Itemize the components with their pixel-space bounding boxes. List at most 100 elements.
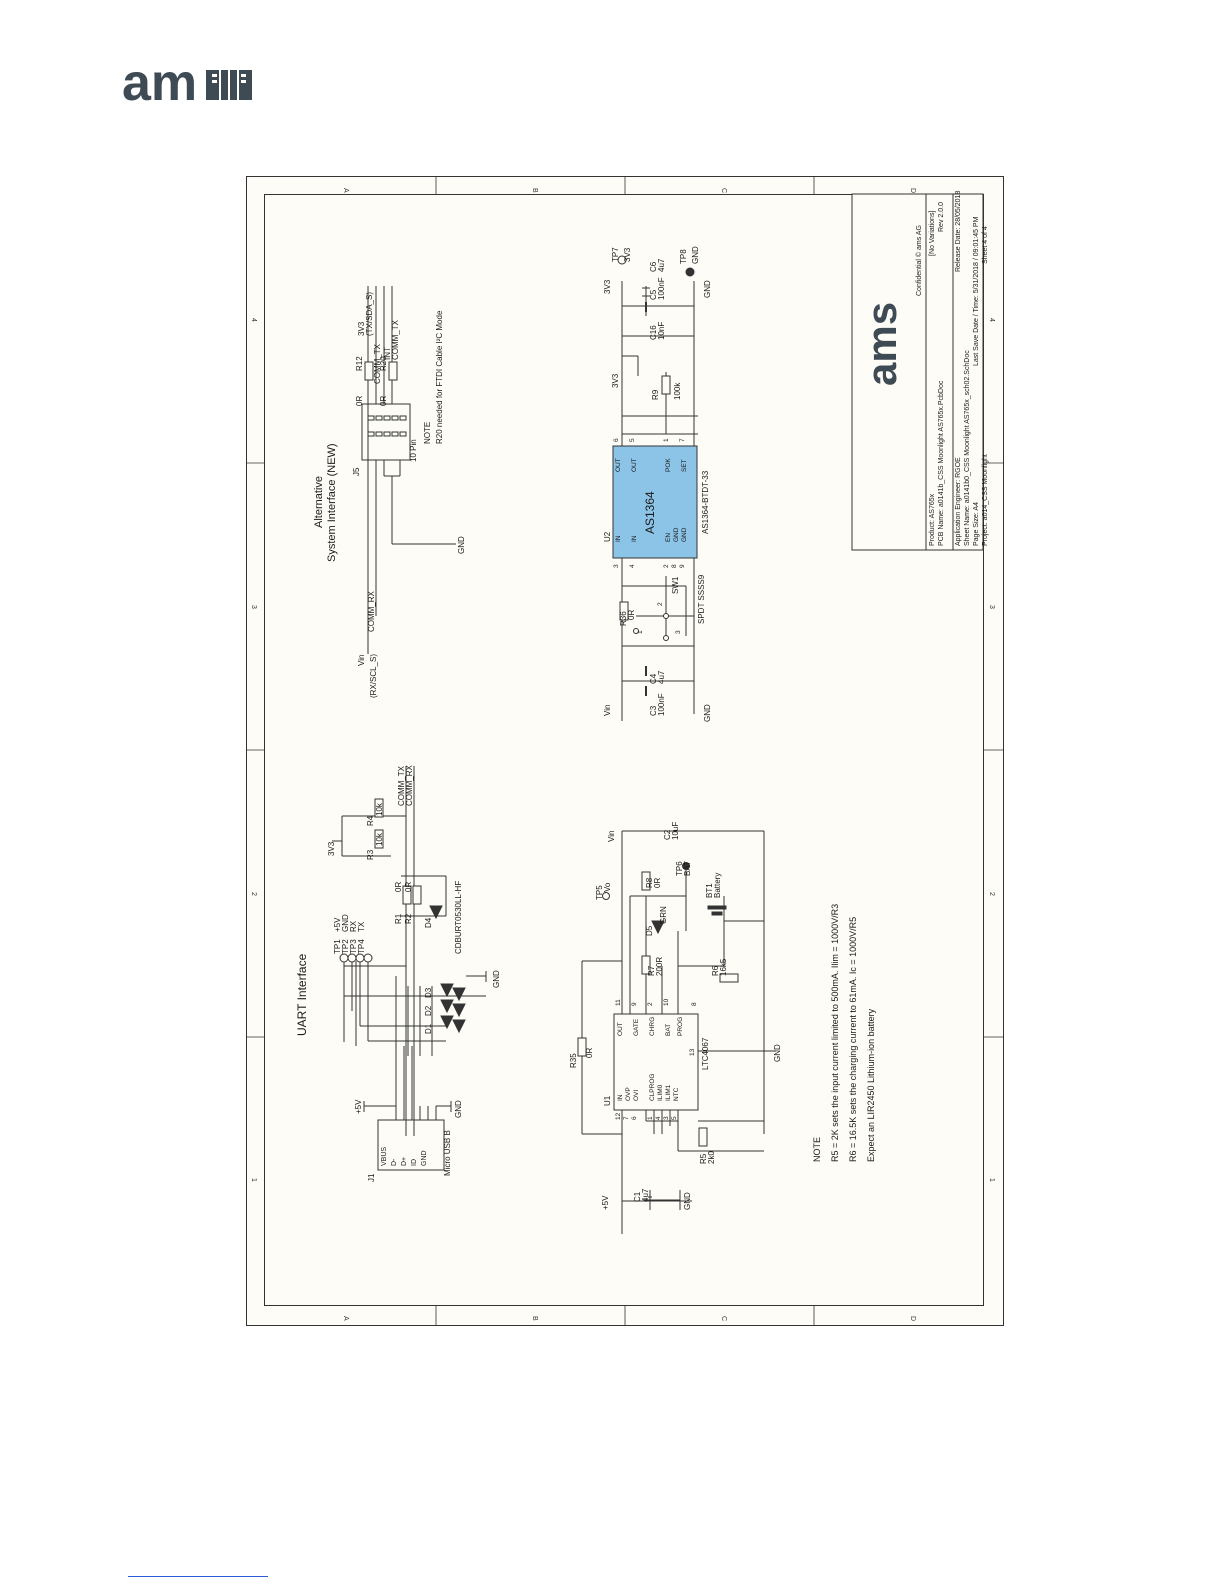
r35-body xyxy=(577,1037,587,1057)
u1-pin-prog: PROG xyxy=(677,1017,684,1036)
r2-value: 0R xyxy=(404,882,413,892)
tp6-ref: TP6 xyxy=(675,861,684,876)
r20-ref: R20 xyxy=(379,356,388,371)
notes-title: NOTE xyxy=(812,1137,822,1162)
u2-body xyxy=(612,445,698,559)
schematic-sheet: A B C D A B C D 4 3 2 1 4 3 2 1 xyxy=(246,176,1004,1326)
tp6-circle xyxy=(682,862,690,870)
tp7-ref: TP7 xyxy=(611,247,620,262)
d1b-diode-symbol xyxy=(452,1019,466,1034)
sw1-ref: SW1 xyxy=(671,576,680,594)
j5-pin10 xyxy=(399,431,407,437)
u2-pin-en: EN xyxy=(665,533,672,542)
r3-body xyxy=(374,829,384,849)
d2-ref: D2 xyxy=(424,1005,433,1016)
u1-num-ilim1: 3 xyxy=(663,1116,670,1120)
r35-ref: R35 xyxy=(569,1053,578,1068)
uart-net-gnd-esd: GND xyxy=(492,970,501,988)
tp7-value: 3V3 xyxy=(623,247,632,262)
tp2-label: GND xyxy=(341,914,350,932)
j5-pin7 xyxy=(391,415,399,421)
tp1-ref: TP1 xyxy=(333,939,342,954)
j1-pin-id: ID xyxy=(411,1159,418,1166)
frame-col-c-bottom: C xyxy=(720,1316,727,1321)
r4-value: 10k xyxy=(375,802,384,816)
r20-body xyxy=(388,361,398,381)
notes-line-3: Expect an LIR2450 Lithium-ion battery xyxy=(866,1008,876,1162)
alt-net-comm-tx-a: COMM_TX xyxy=(373,343,382,384)
tp4-circle xyxy=(363,953,373,963)
tp1-circle xyxy=(339,953,349,963)
j5-value: 10 Pin xyxy=(409,439,418,462)
frame-row-3-left: 3 xyxy=(250,605,257,609)
alt-net-rx-scl: (RX/SCL_S) xyxy=(369,654,378,698)
d5-led-symbol xyxy=(651,920,665,935)
u1-pin-clprog: CLPROG xyxy=(649,1074,656,1101)
r6-ref: R6 xyxy=(711,965,720,976)
uart-net-3v3: 3V3 xyxy=(327,841,336,856)
sw1-pin1 xyxy=(633,628,639,634)
title-block xyxy=(851,193,984,551)
frame-row-2-left: 2 xyxy=(250,892,257,896)
charger-section xyxy=(581,830,776,1234)
c1-value: 4u7 xyxy=(641,1188,650,1202)
c3-value: 100nF xyxy=(657,693,666,716)
notes-line-2: R6 = 16.5K sets the charging current to … xyxy=(848,917,858,1162)
frame-col-c-top: C xyxy=(720,188,727,193)
title-block-logo: ams xyxy=(858,302,905,386)
u1-num-in: 12 xyxy=(615,1112,622,1120)
u2-num-6: 6 xyxy=(613,438,620,442)
j5-pin4 xyxy=(375,431,383,437)
r1-ref: R1 xyxy=(394,913,403,924)
u1-body xyxy=(613,1013,699,1111)
u2-num-9: 9 xyxy=(679,564,686,568)
bt1-plate-2 xyxy=(711,911,723,916)
u2-pin-in2: IN xyxy=(631,535,638,542)
c5-ref: C5 xyxy=(649,289,658,300)
c2-value: 10uF xyxy=(671,822,680,840)
reg-net-vin: Vin xyxy=(603,705,612,716)
c3-ref: C3 xyxy=(649,705,658,716)
r7-ref: R7 xyxy=(647,965,656,976)
alt-net-vin: Vin xyxy=(357,655,366,666)
alt-net-tx-sda: (TX/SDA_S) xyxy=(365,292,374,336)
j1-pin-vbus: VBUS xyxy=(381,1147,388,1166)
tp4-ref: TP4 xyxy=(357,939,366,954)
u1-num-ovp: 7 xyxy=(623,1116,630,1120)
u1-ref: U1 xyxy=(603,1095,612,1106)
r4-body xyxy=(374,798,384,818)
j1-connector xyxy=(377,1119,445,1171)
uart-interface-section xyxy=(332,766,487,1171)
r35-value: 0R xyxy=(585,1048,594,1058)
u1-pin-bat: BAT xyxy=(665,1024,672,1036)
r5-ref: R5 xyxy=(699,1153,708,1164)
u1-pin-ilim1: ILIM1 xyxy=(665,1084,672,1101)
notes-line-1: R5 = 2K sets the input current limited t… xyxy=(830,904,840,1162)
charger-net-vin: Vin xyxy=(607,831,616,842)
d4-value: CDBURT0530LL-HF xyxy=(454,881,463,954)
r9-value: 100k xyxy=(673,382,682,400)
d2b-diode-symbol xyxy=(452,1003,466,1018)
r6-body xyxy=(719,973,739,983)
u1-num-ntc: 5 xyxy=(671,1116,678,1120)
u1-pin-ilim0: ILIM0 xyxy=(657,1084,664,1101)
tp3-circle xyxy=(355,953,365,963)
c1-ref: C1 xyxy=(633,1191,642,1202)
r36-body xyxy=(619,601,629,621)
tp3-label: RX xyxy=(349,920,358,932)
reg-net-gnd-out: GND xyxy=(703,280,712,298)
j1-pin-dminus: D- xyxy=(391,1158,398,1166)
frame-row-1-right: 1 xyxy=(988,1178,995,1182)
r6-value: 16k5 xyxy=(719,958,728,976)
sw1-pin2 xyxy=(663,613,669,619)
r8-ref: R8 xyxy=(645,877,654,888)
r12-body xyxy=(364,361,374,381)
alt-interface-section xyxy=(361,286,456,654)
title-block-confidential: Confidential © ams AG xyxy=(915,225,923,296)
d1-diode-symbol xyxy=(440,1015,454,1030)
footer-link-underline[interactable] xyxy=(128,1576,268,1577)
u2-value: AS1364-BTDT-33 xyxy=(701,470,710,534)
r36-value: 0R xyxy=(627,610,636,620)
tp5-circle xyxy=(602,892,610,900)
r20-value: 0R xyxy=(379,396,388,406)
